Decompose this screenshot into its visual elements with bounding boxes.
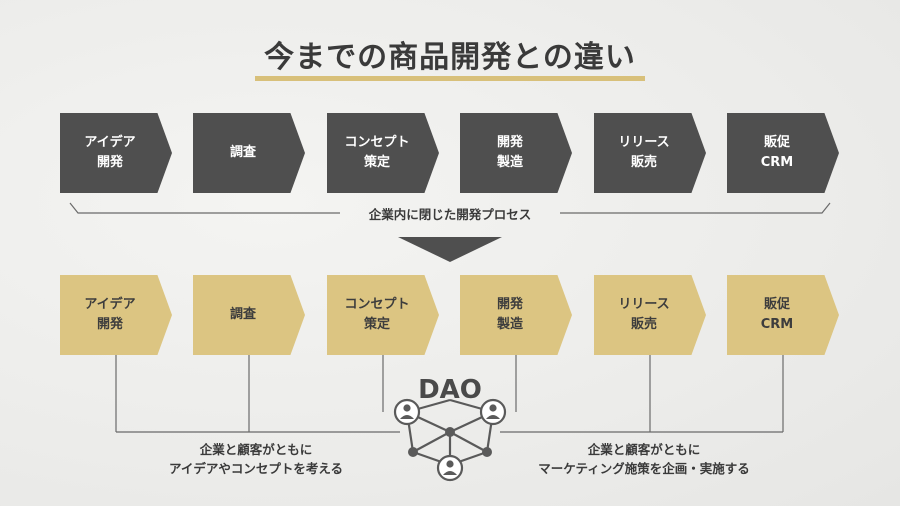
bracket-label: 企業内に閉じた開発プロセス <box>368 207 532 222</box>
new-step-development: 開発 製造 <box>460 275 572 355</box>
left-caption: 企業と顧客がともに アイデアやコンセプトを考える <box>168 442 343 476</box>
new-step-label: リリース 販売 <box>618 297 670 332</box>
old-step-release: リリース 販売 <box>594 113 706 193</box>
right-caption: 企業と顧客がともに マーケティング施策を企画・実施する <box>538 442 750 476</box>
down-arrow-icon <box>398 237 502 262</box>
new-step-label: 調査 <box>229 307 256 322</box>
dao-label: DAO <box>418 375 482 405</box>
old-step-development: 開発 製造 <box>460 113 572 193</box>
old-step-promotion: 販促 CRM <box>727 113 839 193</box>
dao-connector-lines <box>115 355 784 433</box>
old-step-idea: アイデア 開発 <box>60 113 172 193</box>
dao-network-icon <box>393 398 507 482</box>
person-icon <box>479 398 507 426</box>
title-underline <box>255 76 645 81</box>
person-icon <box>436 454 464 482</box>
old-step-label: 開発 製造 <box>496 135 523 170</box>
old-step-research: 調査 <box>193 113 305 193</box>
old-step-label: リリース 販売 <box>618 135 670 170</box>
new-step-release: リリース 販売 <box>594 275 706 355</box>
old-step-label: 販促 CRM <box>760 135 794 170</box>
new-step-label: 販促 CRM <box>760 297 794 332</box>
new-step-idea: アイデア 開発 <box>60 275 172 355</box>
old-step-concept: コンセプト 策定 <box>327 113 439 193</box>
process-bracket <box>69 202 831 214</box>
new-step-research: 調査 <box>193 275 305 355</box>
page-title: 今までの商品開発との違い <box>264 40 636 75</box>
old-step-label: 調査 <box>229 145 256 160</box>
old-step-label: アイデア 開発 <box>84 135 136 170</box>
new-step-label: アイデア 開発 <box>84 297 136 332</box>
new-step-label: 開発 製造 <box>496 297 523 332</box>
new-step-concept: コンセプト 策定 <box>327 275 439 355</box>
new-step-promotion: 販促 CRM <box>727 275 839 355</box>
new-step-label: コンセプト 策定 <box>344 297 410 332</box>
person-icon <box>393 398 421 426</box>
old-step-label: コンセプト 策定 <box>344 135 410 170</box>
